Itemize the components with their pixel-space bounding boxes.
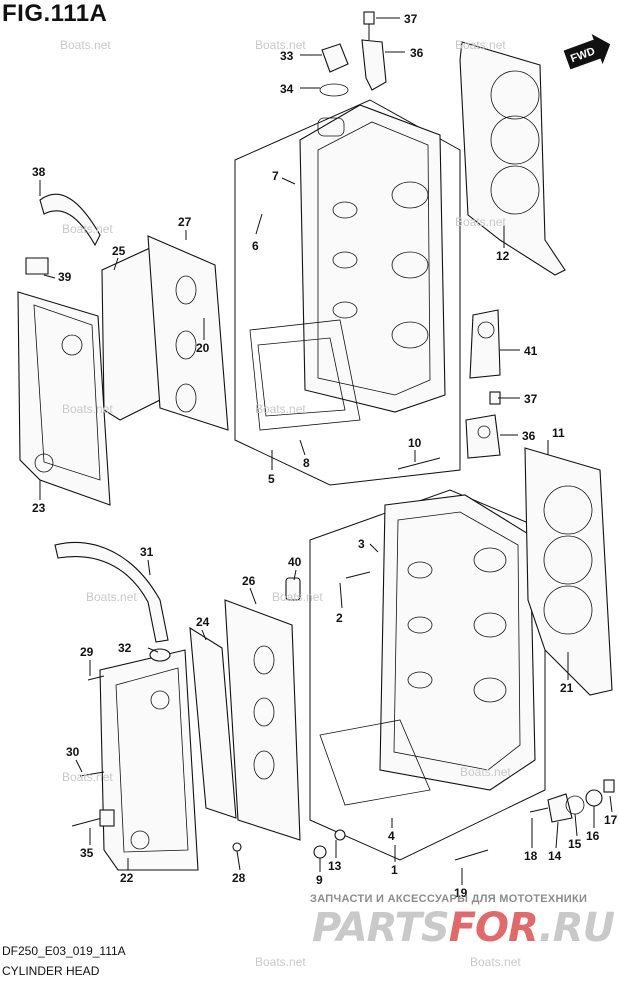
callout-9: 9 [316,873,323,887]
callout-35: 35 [80,846,94,860]
callout-19: 19 [454,886,468,900]
lower-assembly-frame [309,489,546,861]
callout-36-lower: 36 [522,429,536,443]
callout-23: 23 [32,501,46,515]
bracket-41 [469,309,501,379]
callout-3: 3 [358,537,365,551]
callout-29: 29 [80,645,94,659]
callout-38: 38 [32,165,46,179]
callout-22: 22 [120,871,134,885]
callout-40: 40 [288,555,302,569]
callout-26: 26 [242,574,256,588]
lower-small-parts [71,457,615,861]
callout-41: 41 [524,344,538,358]
callout-39: 39 [58,270,72,284]
callout-10: 10 [408,436,422,450]
lower-covers [189,599,301,841]
callout-labels: 37 36 33 34 38 7 27 6 25 39 12 41 20 37 … [32,12,618,900]
callout-11: 11 [552,426,565,440]
callout-24: 24 [196,615,210,629]
fwd-badge: FWD [563,34,611,70]
shop-logo-accent: FOR [448,905,540,951]
bracket-36-lower [465,391,501,459]
watermark: Boats.net [86,590,137,604]
callout-1: 1 [391,863,398,877]
watermark: Boats.net [255,402,306,416]
callout-6: 6 [252,239,259,253]
callout-5: 5 [268,472,275,486]
watermark: Boats.net [60,38,111,52]
upper-exhaust-cover [17,291,111,506]
watermark: Boats.net [272,590,323,604]
callout-15: 15 [568,837,582,851]
watermark: Boats.net [62,770,113,784]
figure-title: FIG.111A [2,0,108,27]
callout-12: 12 [496,249,510,263]
watermark: Boats.net [255,38,306,52]
callout-36-upper: 36 [410,46,424,60]
watermark: Boats.net [460,765,511,779]
upper-assembly-frame [234,99,461,486]
callout-28: 28 [232,871,246,885]
shop-logo-tail: .RU [538,905,615,951]
upper-cylinder-head [249,104,446,431]
watermark: Boats.net [62,222,113,236]
drawing-code: DF250_E03_019_111A [2,944,126,958]
watermark: Boats.net [455,38,506,52]
lower-hose-31 [54,541,169,643]
callout-30: 30 [66,745,80,759]
shop-tagline: ЗАПЧАСТИ И АКСЕССУАРЫ ДЛЯ МОТОТЕХНИКИ [310,893,588,905]
callout-20: 20 [196,341,210,355]
leader-lines [39,17,613,885]
callout-34: 34 [280,82,294,96]
callout-7: 7 [272,169,279,183]
shop-logo: PARTSFOR.RU [312,905,615,951]
callout-33: 33 [280,49,294,63]
lower-cylinder-head [319,494,536,806]
callout-31: 31 [140,545,154,559]
callout-21: 21 [560,681,574,695]
upper-head-gasket [459,41,566,276]
watermark: Boats.net [62,402,113,416]
callout-25: 25 [112,244,126,258]
watermark: Boats.net [470,955,521,969]
callout-4: 4 [388,829,395,843]
watermark: Boats.net [255,955,306,969]
callout-14: 14 [548,849,562,863]
callout-37-lower: 37 [524,392,538,406]
watermark: Boats.net [455,215,506,229]
callout-13: 13 [328,859,342,873]
upper-small-parts [25,11,387,275]
upper-covers [101,235,229,431]
callout-37-upper: 37 [404,12,418,26]
callout-17: 17 [604,813,618,827]
lower-exhaust-cover [99,648,199,871]
callout-18: 18 [524,849,538,863]
lower-head-gasket [524,447,613,696]
callout-2: 2 [336,611,343,625]
callout-32: 32 [118,641,132,655]
callout-8: 8 [303,456,310,470]
figure-caption: CYLINDER HEAD [2,964,100,978]
shop-logo-main: PARTS [312,905,450,951]
callout-27: 27 [178,215,192,229]
callout-16: 16 [586,829,600,843]
